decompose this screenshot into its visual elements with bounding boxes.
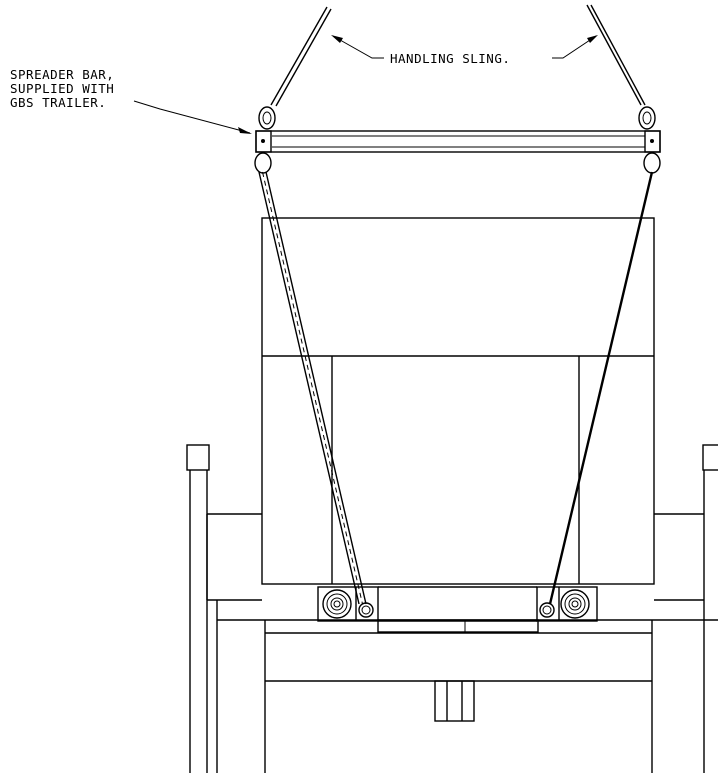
right-lower-shackle [643, 152, 661, 174]
trailer-hitch [434, 680, 475, 722]
spreader-bar-label-line-3: GBS TRAILER. [10, 95, 106, 110]
spreader-bar-leader [133, 100, 251, 134]
handling-sling-leader-left [332, 35, 384, 59]
trailer-right-side [654, 444, 718, 773]
right-winch [536, 586, 598, 622]
handling-sling-callout: HANDLING SLING. [331, 35, 598, 66]
lifting-sling-left [258, 171, 367, 605]
cargo-container [261, 217, 655, 585]
spreader-bar-arrowhead [238, 127, 252, 134]
left-upper-shackle [258, 106, 276, 130]
handling-sling-arrowhead-right [587, 35, 598, 43]
handling-sling-label: HANDLING SLING. [390, 51, 510, 66]
handling-sling-leader-right [552, 35, 597, 59]
left-lower-shackle [254, 152, 272, 174]
spreader-bar [255, 130, 661, 153]
handling-sling-left [270, 6, 332, 107]
trailer-left-side [186, 444, 262, 773]
lifting-sling-right [548, 171, 654, 605]
spreader-bar-label-line-2: SUPPLIED WITH [10, 81, 114, 96]
spreader-bar-label-line-1: SPREADER BAR, [10, 67, 114, 82]
handling-sling-arrowhead-left [331, 35, 343, 43]
left-winch [317, 586, 379, 622]
spreader-bar-callout: SPREADER BAR, SUPPLIED WITH GBS TRAILER. [10, 67, 252, 134]
right-upper-shackle [638, 106, 656, 130]
trailer-chassis [217, 619, 718, 773]
handling-sling-right [586, 4, 646, 106]
